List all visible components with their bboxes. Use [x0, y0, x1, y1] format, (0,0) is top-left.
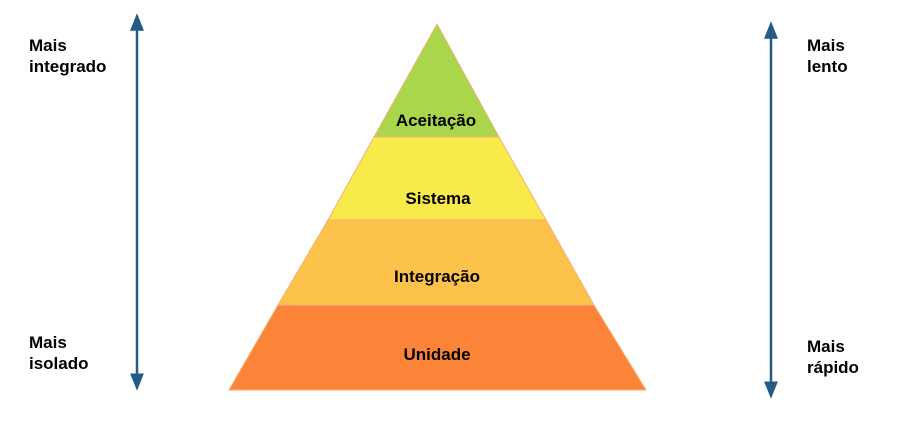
- right-bottom-label-line2: rápido: [807, 358, 859, 377]
- tier-label-aceitacao: Aceitação: [396, 111, 476, 130]
- pyramid-tier-aceitacao: [373, 22, 500, 138]
- right-bottom-label: Mais rápido: [807, 336, 859, 378]
- left-top-label-line1: Mais: [29, 36, 67, 55]
- left-top-label: Mais integrado: [29, 35, 106, 77]
- tier-label-unidade: Unidade: [403, 345, 470, 364]
- left-top-label-line2: integrado: [29, 57, 107, 76]
- right-bottom-label-line1: Mais: [807, 337, 845, 356]
- right-top-label: Mais lento: [807, 35, 848, 77]
- right-top-label-line2: lento: [807, 57, 848, 76]
- pyramid-tier-integracao: [277, 219, 595, 306]
- right-top-label-line1: Mais: [807, 36, 845, 55]
- left-bottom-label: Mais isolado: [29, 332, 89, 374]
- tier-label-sistema: Sistema: [405, 189, 471, 208]
- tier-label-integracao: Integração: [394, 267, 480, 286]
- left-bottom-label-line2: isolado: [29, 354, 89, 373]
- left-bottom-label-line1: Mais: [29, 333, 67, 352]
